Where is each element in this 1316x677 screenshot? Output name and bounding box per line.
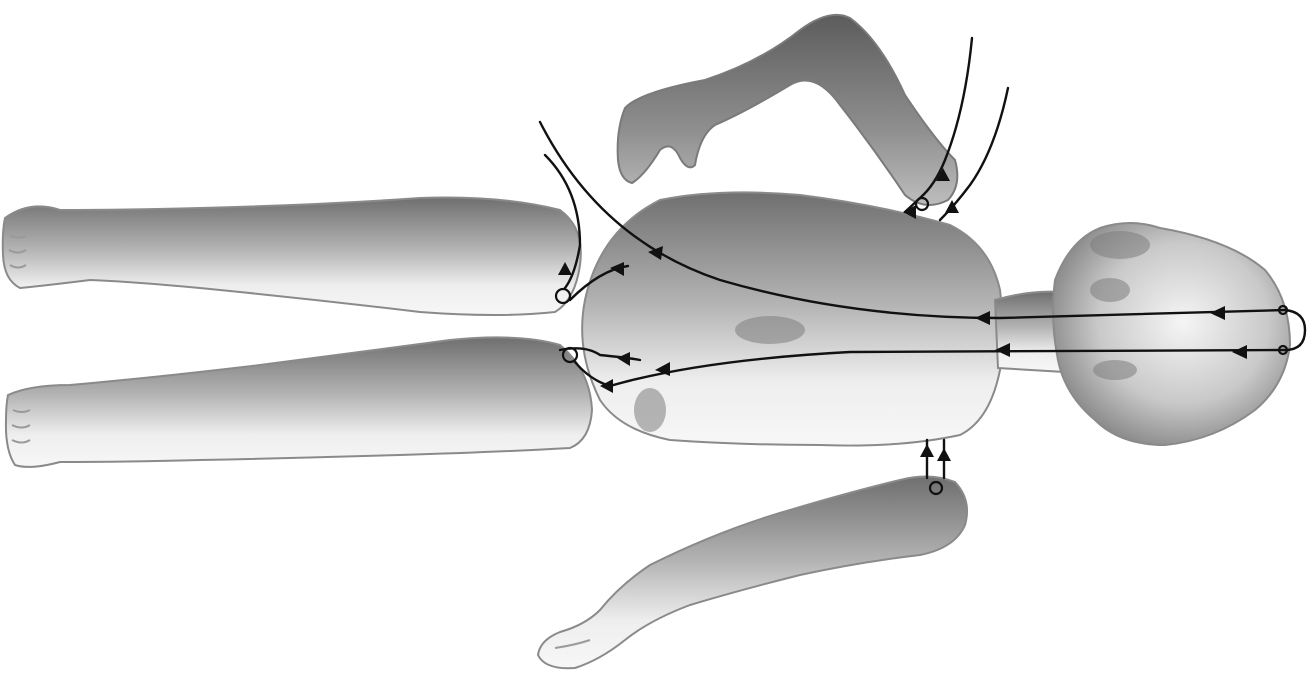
head (1053, 223, 1290, 445)
torso-shadow-navel (735, 316, 805, 344)
upper-leg (3, 198, 581, 316)
head-shadow-eye (1090, 278, 1130, 302)
head-shadow-mouth (1093, 360, 1137, 380)
arrow-arm-lower-2 (937, 448, 951, 461)
lower-leg (6, 337, 592, 467)
arrow-arm-lower-1 (920, 444, 934, 457)
head-shadow-ear (1090, 231, 1150, 259)
lower-arm (538, 476, 967, 668)
raised-arm (618, 15, 958, 205)
torso-shadow-hip (634, 388, 666, 432)
